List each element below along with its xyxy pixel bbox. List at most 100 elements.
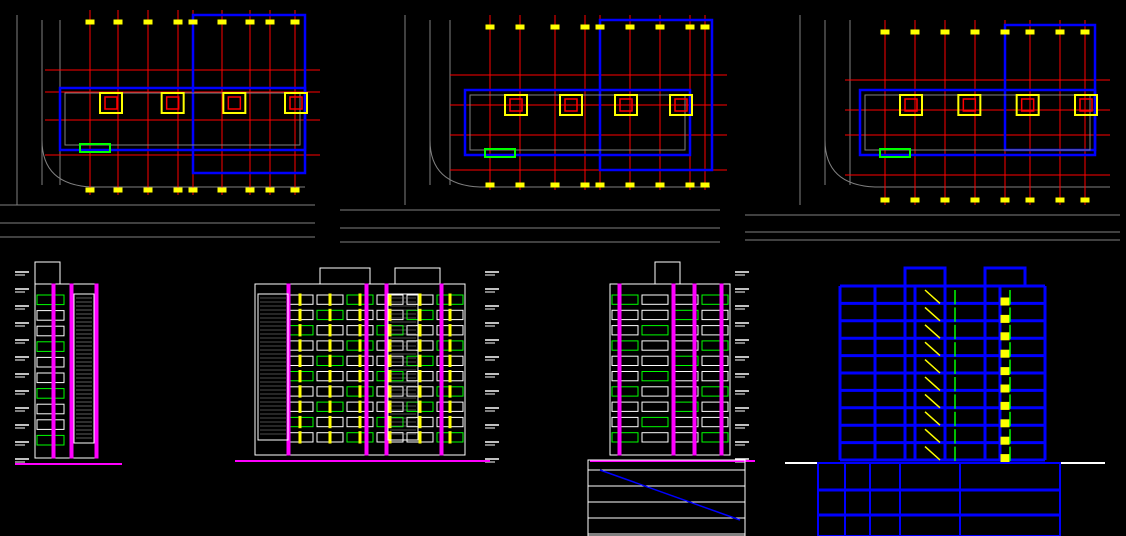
curb-curve bbox=[41, 139, 305, 188]
stair-core bbox=[222, 92, 247, 114]
dimension-tag bbox=[290, 19, 300, 25]
pilaster bbox=[69, 283, 74, 459]
window bbox=[36, 403, 65, 415]
mullion bbox=[448, 339, 452, 352]
ground-floor-plan bbox=[0, 10, 320, 238]
mullion bbox=[418, 354, 422, 368]
dimension-tag bbox=[113, 19, 123, 25]
window bbox=[641, 432, 669, 443]
dimension-tag bbox=[217, 19, 227, 25]
dimension-tag bbox=[485, 182, 495, 188]
dimension-tag bbox=[1055, 29, 1065, 35]
dimension-tag bbox=[173, 19, 183, 25]
mullion bbox=[448, 400, 452, 413]
stair-flight bbox=[924, 289, 941, 304]
dimension-tag bbox=[245, 19, 255, 25]
window bbox=[641, 355, 669, 367]
stair-core bbox=[284, 92, 308, 114]
interior-wall bbox=[864, 94, 1091, 151]
building-section bbox=[785, 266, 1105, 536]
perforated-screen bbox=[257, 293, 289, 441]
dimension-tag bbox=[1025, 29, 1035, 35]
window bbox=[36, 294, 65, 306]
mullion bbox=[358, 415, 362, 429]
window bbox=[611, 340, 639, 351]
lift-tower-roof bbox=[983, 266, 1027, 288]
upper-floor-plan bbox=[745, 15, 1120, 241]
mullion bbox=[358, 431, 362, 444]
dimension-tag bbox=[113, 187, 123, 193]
lift-shaft bbox=[904, 98, 918, 112]
pilaster bbox=[439, 283, 444, 456]
dimension-tag bbox=[685, 24, 695, 30]
dimension-tag bbox=[1080, 29, 1090, 35]
dimension-tag bbox=[85, 187, 95, 193]
mullion bbox=[328, 431, 332, 444]
stair-tower-roof bbox=[903, 266, 947, 288]
section-opening bbox=[1000, 332, 1010, 341]
pilaster bbox=[671, 283, 676, 456]
pilaster bbox=[692, 283, 697, 456]
dimension-tag bbox=[910, 29, 920, 35]
window bbox=[641, 386, 669, 397]
mullion bbox=[448, 415, 452, 429]
dimension-tag bbox=[290, 187, 300, 193]
mullion bbox=[448, 385, 452, 398]
dimension-tag bbox=[880, 29, 890, 35]
dimension-tag bbox=[85, 19, 95, 25]
window bbox=[701, 371, 729, 382]
section-opening bbox=[1000, 401, 1010, 410]
window bbox=[701, 340, 729, 351]
dimension-tag bbox=[700, 24, 710, 30]
mullion bbox=[358, 293, 362, 306]
window bbox=[641, 340, 669, 351]
dimension-tag bbox=[1080, 197, 1090, 203]
stair-core bbox=[504, 94, 528, 116]
mullion bbox=[388, 431, 392, 444]
section-opening bbox=[1000, 454, 1010, 463]
pilaster bbox=[94, 283, 99, 459]
dimension-tag bbox=[625, 182, 635, 188]
lower-wing-wall bbox=[463, 88, 692, 157]
lift-shaft bbox=[962, 98, 977, 112]
mullion bbox=[358, 354, 362, 368]
window bbox=[611, 386, 639, 397]
window bbox=[701, 386, 729, 397]
side-elevation bbox=[15, 261, 122, 465]
dimension-tag bbox=[1000, 197, 1010, 203]
mullion bbox=[448, 308, 452, 322]
mullion bbox=[328, 308, 332, 322]
dimension-tag bbox=[173, 187, 183, 193]
mullion bbox=[418, 370, 422, 383]
stair-core bbox=[614, 94, 638, 116]
stair-core bbox=[99, 92, 123, 114]
lift-shaft bbox=[564, 98, 578, 112]
dimension-tag bbox=[143, 187, 153, 193]
mullion bbox=[388, 385, 392, 398]
roof-structure bbox=[394, 267, 441, 285]
mullion bbox=[328, 354, 332, 368]
section-opening bbox=[1000, 349, 1010, 358]
window bbox=[36, 434, 65, 446]
stair-flight bbox=[924, 411, 941, 426]
mullion bbox=[448, 324, 452, 337]
window bbox=[641, 294, 669, 305]
planter bbox=[879, 148, 911, 158]
window bbox=[36, 419, 65, 430]
window bbox=[36, 341, 65, 352]
window bbox=[701, 309, 729, 321]
mullion bbox=[298, 339, 302, 352]
dimension-tag bbox=[880, 197, 890, 203]
dimension-tag bbox=[625, 24, 635, 30]
mullion bbox=[298, 431, 302, 444]
roof-structure bbox=[319, 267, 371, 285]
mullion bbox=[418, 400, 422, 413]
mullion bbox=[358, 385, 362, 398]
section-opening bbox=[1000, 436, 1010, 445]
window bbox=[36, 310, 65, 321]
mullion bbox=[388, 354, 392, 368]
mullion bbox=[418, 324, 422, 337]
window bbox=[701, 325, 729, 336]
ramp bbox=[599, 469, 741, 521]
